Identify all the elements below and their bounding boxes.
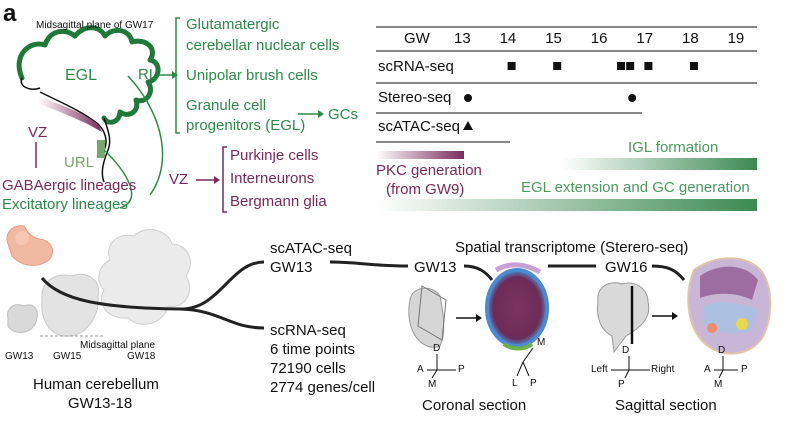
sagittal-right-axis-p: P	[741, 364, 748, 375]
sagittal-axis-left: Left	[591, 364, 608, 375]
pkc-generation-bar	[376, 151, 464, 159]
scrna-timepoints: 6 time points	[270, 341, 356, 358]
sample-label-gw15: GW15	[53, 351, 82, 362]
sample-gw13	[7, 304, 38, 333]
coronal-axis-d: D	[433, 343, 441, 354]
timeline-marker-circle-1	[628, 94, 637, 102]
row-label-stereo: Stereo-seq	[378, 89, 452, 106]
url-label: URL	[64, 154, 95, 171]
rl-label: RL	[138, 66, 158, 83]
coronal-section-label: Coronal section	[422, 397, 527, 414]
rl-item-4: Granule cell	[186, 97, 267, 114]
coronal-axis-m: M	[428, 379, 437, 390]
sagittal-section-label: Sagittal section	[615, 397, 717, 414]
week-label-17: 17	[636, 30, 654, 47]
coronal-axis-p: P	[458, 364, 465, 375]
week-label-18: 18	[682, 30, 699, 47]
vz-item-2: Interneurons	[230, 170, 315, 187]
timeline-marker-square-3	[626, 62, 635, 70]
sagittal-gw-label: GW16	[605, 259, 648, 276]
row-label-scrna: scRNA-seq	[378, 58, 454, 75]
timeline-marker-square-5	[690, 62, 698, 70]
igl-formation-bar	[562, 158, 757, 170]
timeline-marker-circle-0	[464, 94, 472, 102]
egl-label: EGL	[65, 67, 98, 84]
vz-label: VZ	[28, 124, 48, 141]
coronal-right-axis-m: M	[537, 337, 546, 348]
rl-item-3: Unipolar brush cells	[186, 67, 318, 84]
timeline-marker-square-4	[644, 62, 653, 70]
human-cerebellum-label: Human cerebellum	[33, 376, 159, 393]
rl-item-5: progenitors (EGL)	[186, 117, 306, 134]
timeline-marker-square-2	[617, 62, 626, 70]
timeline-marker-square-0	[507, 62, 516, 70]
scrna-title: scRNA-seq	[270, 322, 346, 339]
scrna-cells: 72190 cells	[270, 360, 346, 377]
coronal-right-axis-l: L	[512, 378, 518, 389]
sample-label-gw18: GW18	[127, 351, 156, 362]
sagittal-right-axis-m: M	[714, 379, 723, 390]
week-label-14: 14	[499, 30, 517, 47]
coronal-right-axis-p: P	[530, 378, 537, 389]
excitatory-lineages: Excitatory lineages	[2, 196, 128, 213]
gcs-label: GCs	[328, 106, 358, 123]
gaba-lineages: GABAergic lineages	[2, 177, 137, 194]
pkc-label-2: (from GW9)	[386, 181, 465, 198]
sagittal-axis-p: P	[618, 379, 625, 390]
rl-item-2: cerebellar nuclear cells	[186, 37, 340, 54]
sagittal-gray-block	[597, 282, 650, 354]
scrna-genes: 2774 genes/cell	[270, 379, 376, 396]
sample-gw18	[98, 229, 191, 325]
coronal-plane	[417, 285, 447, 341]
pkc-label-1: PKC generation	[376, 162, 482, 179]
panel-label: a	[3, 0, 17, 27]
sagittal-stereo-image	[687, 257, 772, 355]
vz-branch-label: VZ	[169, 171, 189, 188]
sample-gw15	[41, 273, 100, 337]
midsagittal-label: Midsagittal plane	[80, 340, 156, 351]
timeline-marker-square-1	[553, 62, 562, 70]
rl-item-1: Glutamatergic	[186, 16, 280, 33]
sagittal-right-axis-a: A	[704, 364, 711, 375]
sagittal-axis-d: D	[622, 345, 630, 356]
url-band	[97, 140, 105, 158]
week-label-15: 15	[545, 30, 562, 47]
week-label-13: 13	[454, 30, 471, 47]
sagittal-right-axis-d: D	[718, 345, 726, 356]
igl-label: IGL formation	[628, 139, 719, 156]
spatial-title: Spatial transcriptome (Sterero-seq)	[455, 239, 689, 256]
human-cerebellum-gw: GW13-18	[68, 395, 133, 412]
sample-label-gw13: GW13	[5, 351, 34, 362]
egl-extension-label: EGL extension and GC generation	[521, 179, 750, 196]
vz-item-1: Purkinje cells	[230, 147, 319, 164]
scatac-title: scATAC-seq	[270, 240, 352, 257]
coronal-gray-block	[408, 287, 445, 348]
vz-item-3: Bergmann glia	[230, 193, 327, 210]
scatac-gw: GW13	[270, 259, 313, 276]
timeline-gw-header: GW	[404, 30, 430, 47]
fetus-icon	[6, 225, 53, 266]
timeline-marker-triangle-0	[463, 121, 473, 130]
schematic-title: Midsagittal plane of GW17	[36, 20, 154, 31]
coronal-stereo-image	[485, 268, 549, 348]
vz-band	[38, 96, 102, 132]
row-label-scatac: scATAC-seq	[378, 118, 460, 135]
week-label-19: 19	[727, 30, 745, 47]
egl-extension-bar	[376, 199, 757, 211]
sagittal-axis-right: Right	[651, 364, 675, 375]
coronal-gw-label: GW13	[414, 259, 457, 276]
week-label-16: 16	[590, 30, 608, 47]
coronal-axis-a: A	[417, 364, 424, 375]
